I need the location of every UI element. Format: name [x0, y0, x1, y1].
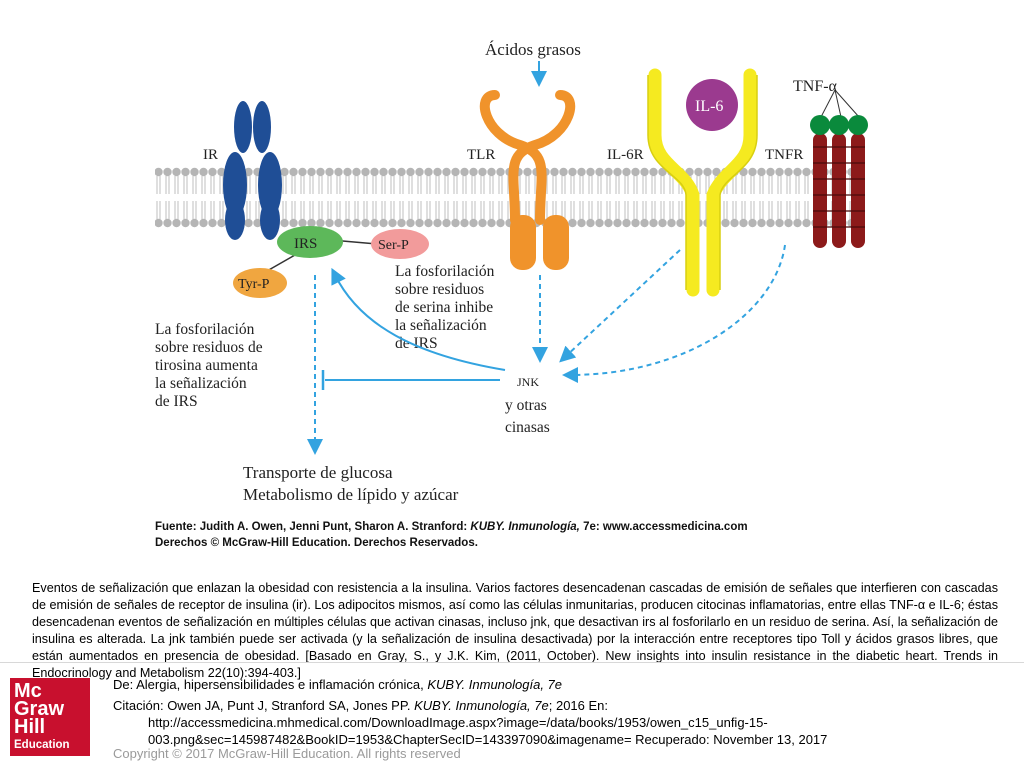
tlr-domain-left	[510, 215, 536, 270]
ser-p-node	[371, 229, 429, 259]
from-prefix: De: Alergia, hipersensibilidades e infla…	[113, 677, 428, 692]
outcome-line: Metabolismo de lípido y azúcar	[243, 485, 459, 504]
jnk-other-line: cinasas	[505, 419, 550, 436]
insulin-receptor	[223, 101, 282, 240]
tnfr-receptor	[813, 133, 865, 248]
tnfa-trimer	[810, 89, 868, 135]
tlr-receptor	[479, 90, 576, 225]
il6r-label: IL-6R	[607, 147, 644, 163]
tyr-p-node	[233, 268, 287, 298]
citation-book-title: KUBY. Inmunología, 7e	[414, 698, 549, 713]
outcome-line: Transporte de glucosa	[243, 463, 393, 482]
source-from-line: De: Alergia, hipersensibilidades e infla…	[113, 677, 562, 692]
logo-text-mc: Mc	[14, 680, 42, 702]
ir-label: IR	[203, 147, 218, 163]
tyrosine-text-line: La fosforilación	[155, 321, 255, 338]
serine-text-line: la señalización	[395, 317, 487, 334]
figure-source-line: Fuente: Judith A. Owen, Jenni Punt, Shar…	[155, 521, 748, 533]
jnk-other-line: y otras	[505, 397, 547, 414]
tyr-p-label: Tyr-P	[238, 277, 270, 292]
ser-p-label: Ser-P	[378, 238, 409, 253]
tlr-label: TLR	[467, 147, 495, 163]
citation-url-line: http://accessmedicina.mhmedical.com/Down…	[148, 715, 768, 730]
copyright-notice: Copyright © 2017 McGraw-Hill Education. …	[113, 746, 461, 761]
tyrosine-text-line: sobre residuos de	[155, 339, 263, 356]
from-book-title: KUBY. Inmunología, 7e	[427, 677, 563, 692]
citation-url-line: 003.png&sec=145987482&BookID=1953&Chapte…	[148, 732, 828, 747]
irs-label: IRS	[294, 236, 317, 252]
serine-phosphorylation-text: La fosforilación sobre residuos de serin…	[395, 263, 495, 352]
il6r-receptor	[648, 68, 757, 297]
tyrosine-text-line: tirosina aumenta	[155, 357, 258, 374]
logo-text-education: Education	[14, 739, 70, 751]
serine-text-line: de serina inhibe	[395, 299, 493, 316]
serine-text-line: sobre residuos	[395, 281, 484, 298]
serine-text-line: La fosforilación	[395, 263, 495, 280]
serine-text-line: de IRS	[395, 335, 438, 352]
jnk-label: JNK	[517, 375, 539, 389]
citation-prefix: Citación: Owen JA, Punt J, Stranford SA,…	[113, 698, 415, 713]
tnfr-label: TNFR	[765, 147, 803, 163]
tlr-domain-right	[543, 215, 569, 270]
citation-block: Citación: Owen JA, Punt J, Stranford SA,…	[113, 697, 973, 748]
tyrosine-text-line: de IRS	[155, 393, 198, 410]
tyrosine-phosphorylation-text: La fosforilación sobre residuos de tiros…	[155, 321, 263, 410]
logo-text-hill: Hill	[14, 716, 46, 738]
tnfa-label: TNF-α	[793, 78, 838, 95]
source-prefix: Fuente: Judith A. Owen, Jenni Punt, Shar…	[155, 521, 470, 533]
obesity-insulin-signaling-diagram: IR IRS Ser-P Tyr-P TLR Ácidos grasos IL-…	[155, 40, 868, 549]
source-suffix: 7e: www.accessmedicina.com	[580, 521, 748, 533]
irs-node	[277, 226, 343, 258]
source-book-title: KUBY. Inmunología,	[470, 521, 579, 533]
logo-text-graw: Graw	[14, 698, 65, 720]
footer-divider	[0, 662, 1024, 663]
signaling-arrows	[307, 244, 786, 455]
fatty-acids-label: Ácidos grasos	[485, 40, 581, 59]
il6-label: IL-6	[695, 98, 723, 115]
mcgraw-hill-logo: Mc Graw Hill Education	[10, 678, 90, 756]
figure-caption: Eventos de señalización que enlazan la o…	[32, 581, 998, 680]
figure-rights-line: Derechos © McGraw-Hill Education. Derech…	[155, 537, 478, 549]
il6-molecule	[686, 79, 738, 131]
citation-suffix: ; 2016 En:	[548, 698, 609, 713]
tyrosine-text-line: la señalización	[155, 375, 247, 392]
